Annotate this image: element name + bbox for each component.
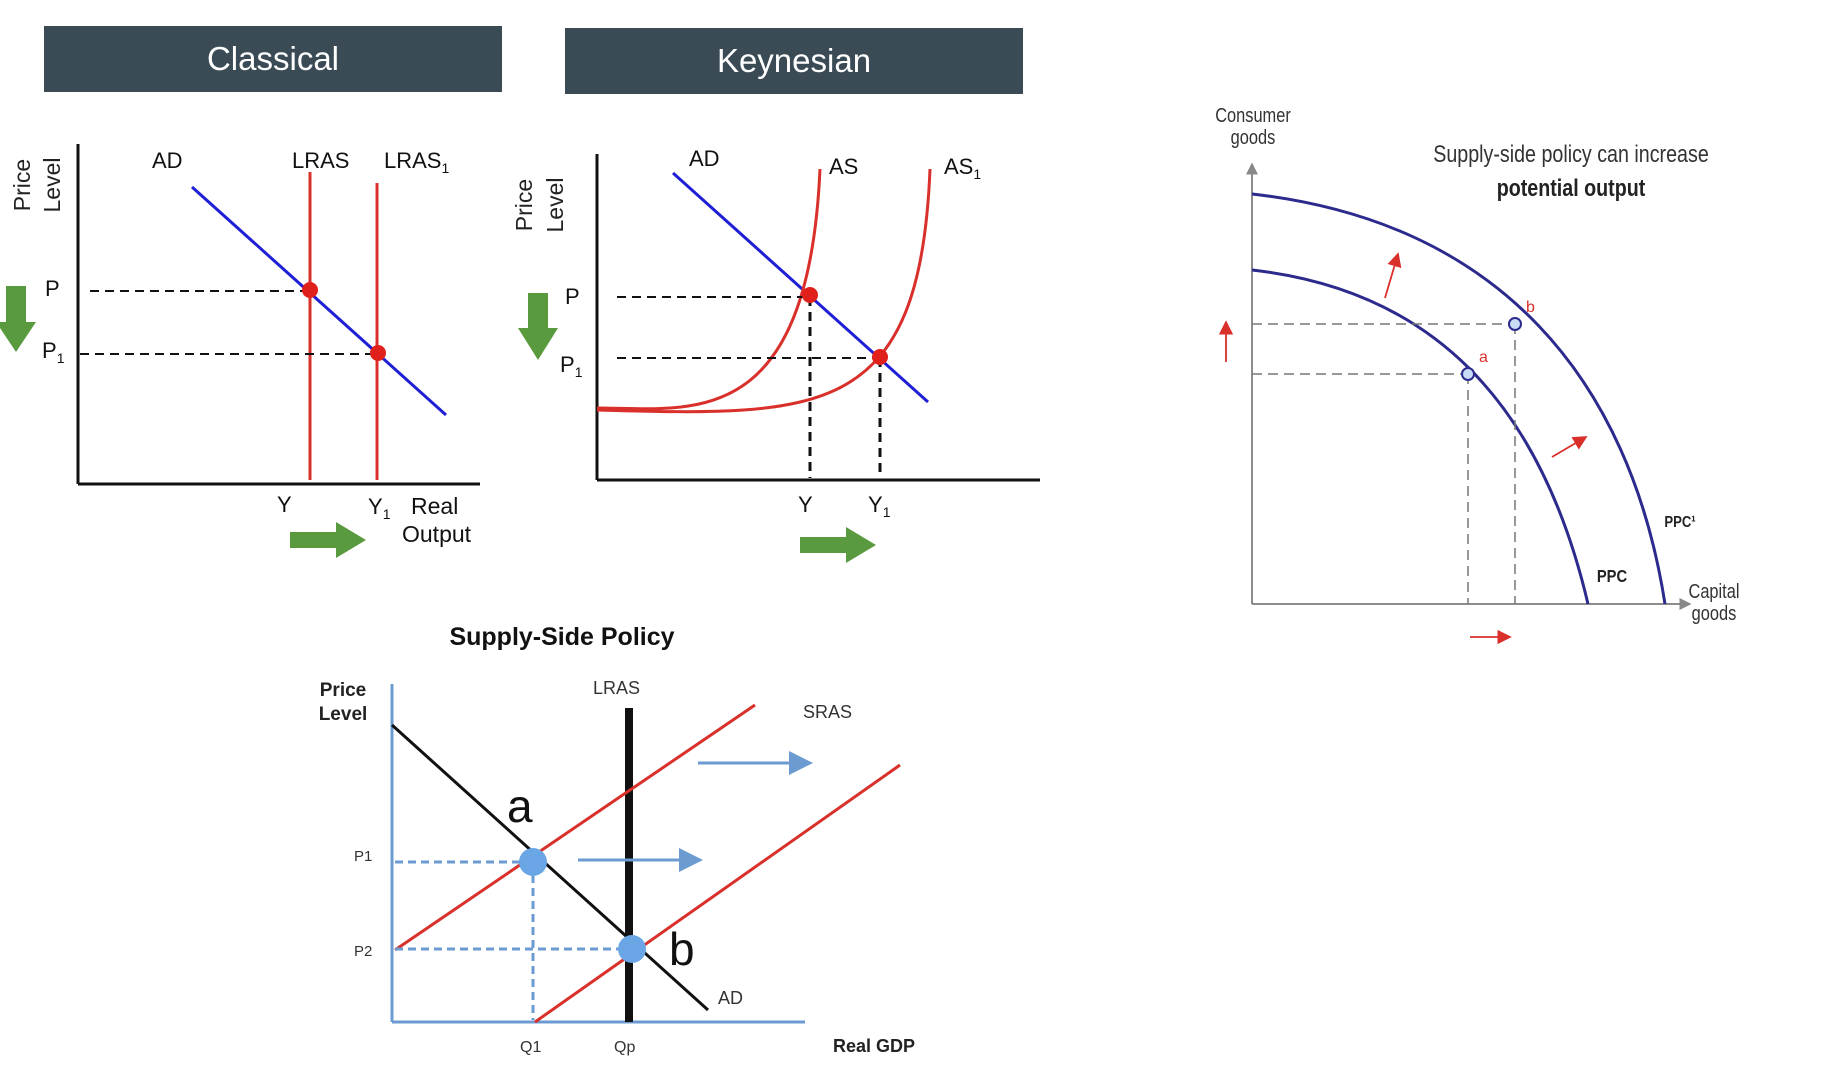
classical-y-label-1: Price <box>9 159 35 211</box>
supply-side-y-label-1: Price <box>320 680 366 701</box>
classical-p1-label: P1 <box>42 338 65 366</box>
keynesian-header: Keynesian <box>565 28 1023 94</box>
keynesian-p1-label: P1 <box>560 352 583 380</box>
ppc-chart: Consumer goods Supply-side policy can in… <box>1215 103 1740 645</box>
arrow-right-icon <box>1551 436 1588 458</box>
supply-side-x-label: Real GDP <box>833 1036 915 1056</box>
keynesian-title: Keynesian <box>716 42 872 79</box>
supply-side-title: Supply-Side Policy <box>449 623 674 651</box>
classical-chart: Price Level AD LRAS LRAS1 P P1 Y Y1 Real… <box>0 144 480 558</box>
classical-header: Classical <box>44 26 502 92</box>
supply-side-p1-label: P1 <box>354 848 372 865</box>
arrow-down-icon <box>0 286 36 352</box>
ppc-curve <box>1251 268 1590 605</box>
ppc-title-1: Supply-side policy can increase <box>1433 140 1709 167</box>
keynesian-p-label: P <box>565 284 580 309</box>
keynesian-equilibrium-1 <box>802 287 818 303</box>
supply-side-sras1-curve <box>534 763 901 1024</box>
supply-side-p2-label: P2 <box>354 943 372 960</box>
supply-side-point-b-dot <box>618 935 646 963</box>
supply-side-sras-curve <box>394 703 756 952</box>
keynesian-y-label-1: Price <box>511 179 537 231</box>
supply-side-sras-label: SRAS <box>803 702 852 722</box>
supply-side-lras-label: LRAS <box>593 678 640 698</box>
classical-equilibrium-1 <box>302 282 318 298</box>
arrow-right-icon <box>800 527 876 563</box>
supply-side-ad-label: AD <box>718 988 743 1008</box>
ppc1-curve <box>1251 192 1667 605</box>
supply-side-chart: Supply-Side Policy Price Level a b LRAS … <box>319 623 915 1056</box>
classical-y-label-2: Level <box>39 158 65 213</box>
supply-side-point-a-label: a <box>507 780 533 832</box>
ppc-point-b-dot <box>1508 317 1522 331</box>
classical-ad-curve <box>190 185 448 417</box>
keynesian-as1-curve <box>596 168 932 414</box>
ppc-curve-label: PPC <box>1597 567 1627 587</box>
keynesian-ad-curve <box>671 171 930 404</box>
ppc-title-2: potential output <box>1497 174 1646 201</box>
keynesian-as-curve <box>596 168 822 411</box>
ppc-y-label-2: goods <box>1231 125 1276 148</box>
supply-side-y-label-2: Level <box>319 704 368 725</box>
arrow-down-icon <box>518 293 558 360</box>
supply-side-point-b-label: b <box>669 923 695 975</box>
ppc-point-a-dot <box>1461 367 1475 381</box>
ppc-point-a-label: a <box>1479 349 1488 366</box>
classical-x-label-1: Real <box>411 493 458 519</box>
classical-lras-label: LRAS <box>292 148 349 173</box>
ppc-y-label-1: Consumer <box>1215 103 1291 126</box>
ppc-x-label-1: Capital <box>1689 579 1740 602</box>
classical-ad-label: AD <box>152 148 183 173</box>
ppc-x-label-2: goods <box>1692 601 1737 624</box>
keynesian-chart: Price Level AD AS AS1 P P1 Y Y1 <box>511 146 1040 563</box>
supply-side-qp-label: Qp <box>614 1039 635 1056</box>
supply-side-q1-label: Q1 <box>520 1039 541 1056</box>
keynesian-y-label-2: Level <box>542 178 568 233</box>
arrow-right-icon <box>290 522 366 558</box>
classical-p-label: P <box>45 276 60 301</box>
keynesian-y-tick: Y <box>798 492 813 517</box>
classical-x-label-2: Output <box>402 521 472 547</box>
keynesian-ad-label: AD <box>689 146 720 171</box>
keynesian-as-label: AS <box>829 154 858 179</box>
classical-lras1-label: LRAS1 <box>384 148 449 176</box>
supply-side-point-a-dot <box>519 848 547 876</box>
classical-y-tick: Y <box>277 492 292 517</box>
classical-y1-tick: Y1 <box>368 494 391 522</box>
classical-equilibrium-2 <box>370 345 386 361</box>
arrow-up-icon <box>1384 252 1402 299</box>
supply-side-ad-curve <box>390 723 710 1012</box>
keynesian-as1-label: AS1 <box>944 154 981 182</box>
keynesian-equilibrium-2 <box>872 349 888 365</box>
classical-title: Classical <box>206 40 340 77</box>
ppc1-curve-label: PPC¹ <box>1664 514 1695 531</box>
ppc-point-b-label: b <box>1526 299 1535 316</box>
keynesian-y1-tick: Y1 <box>868 492 891 520</box>
